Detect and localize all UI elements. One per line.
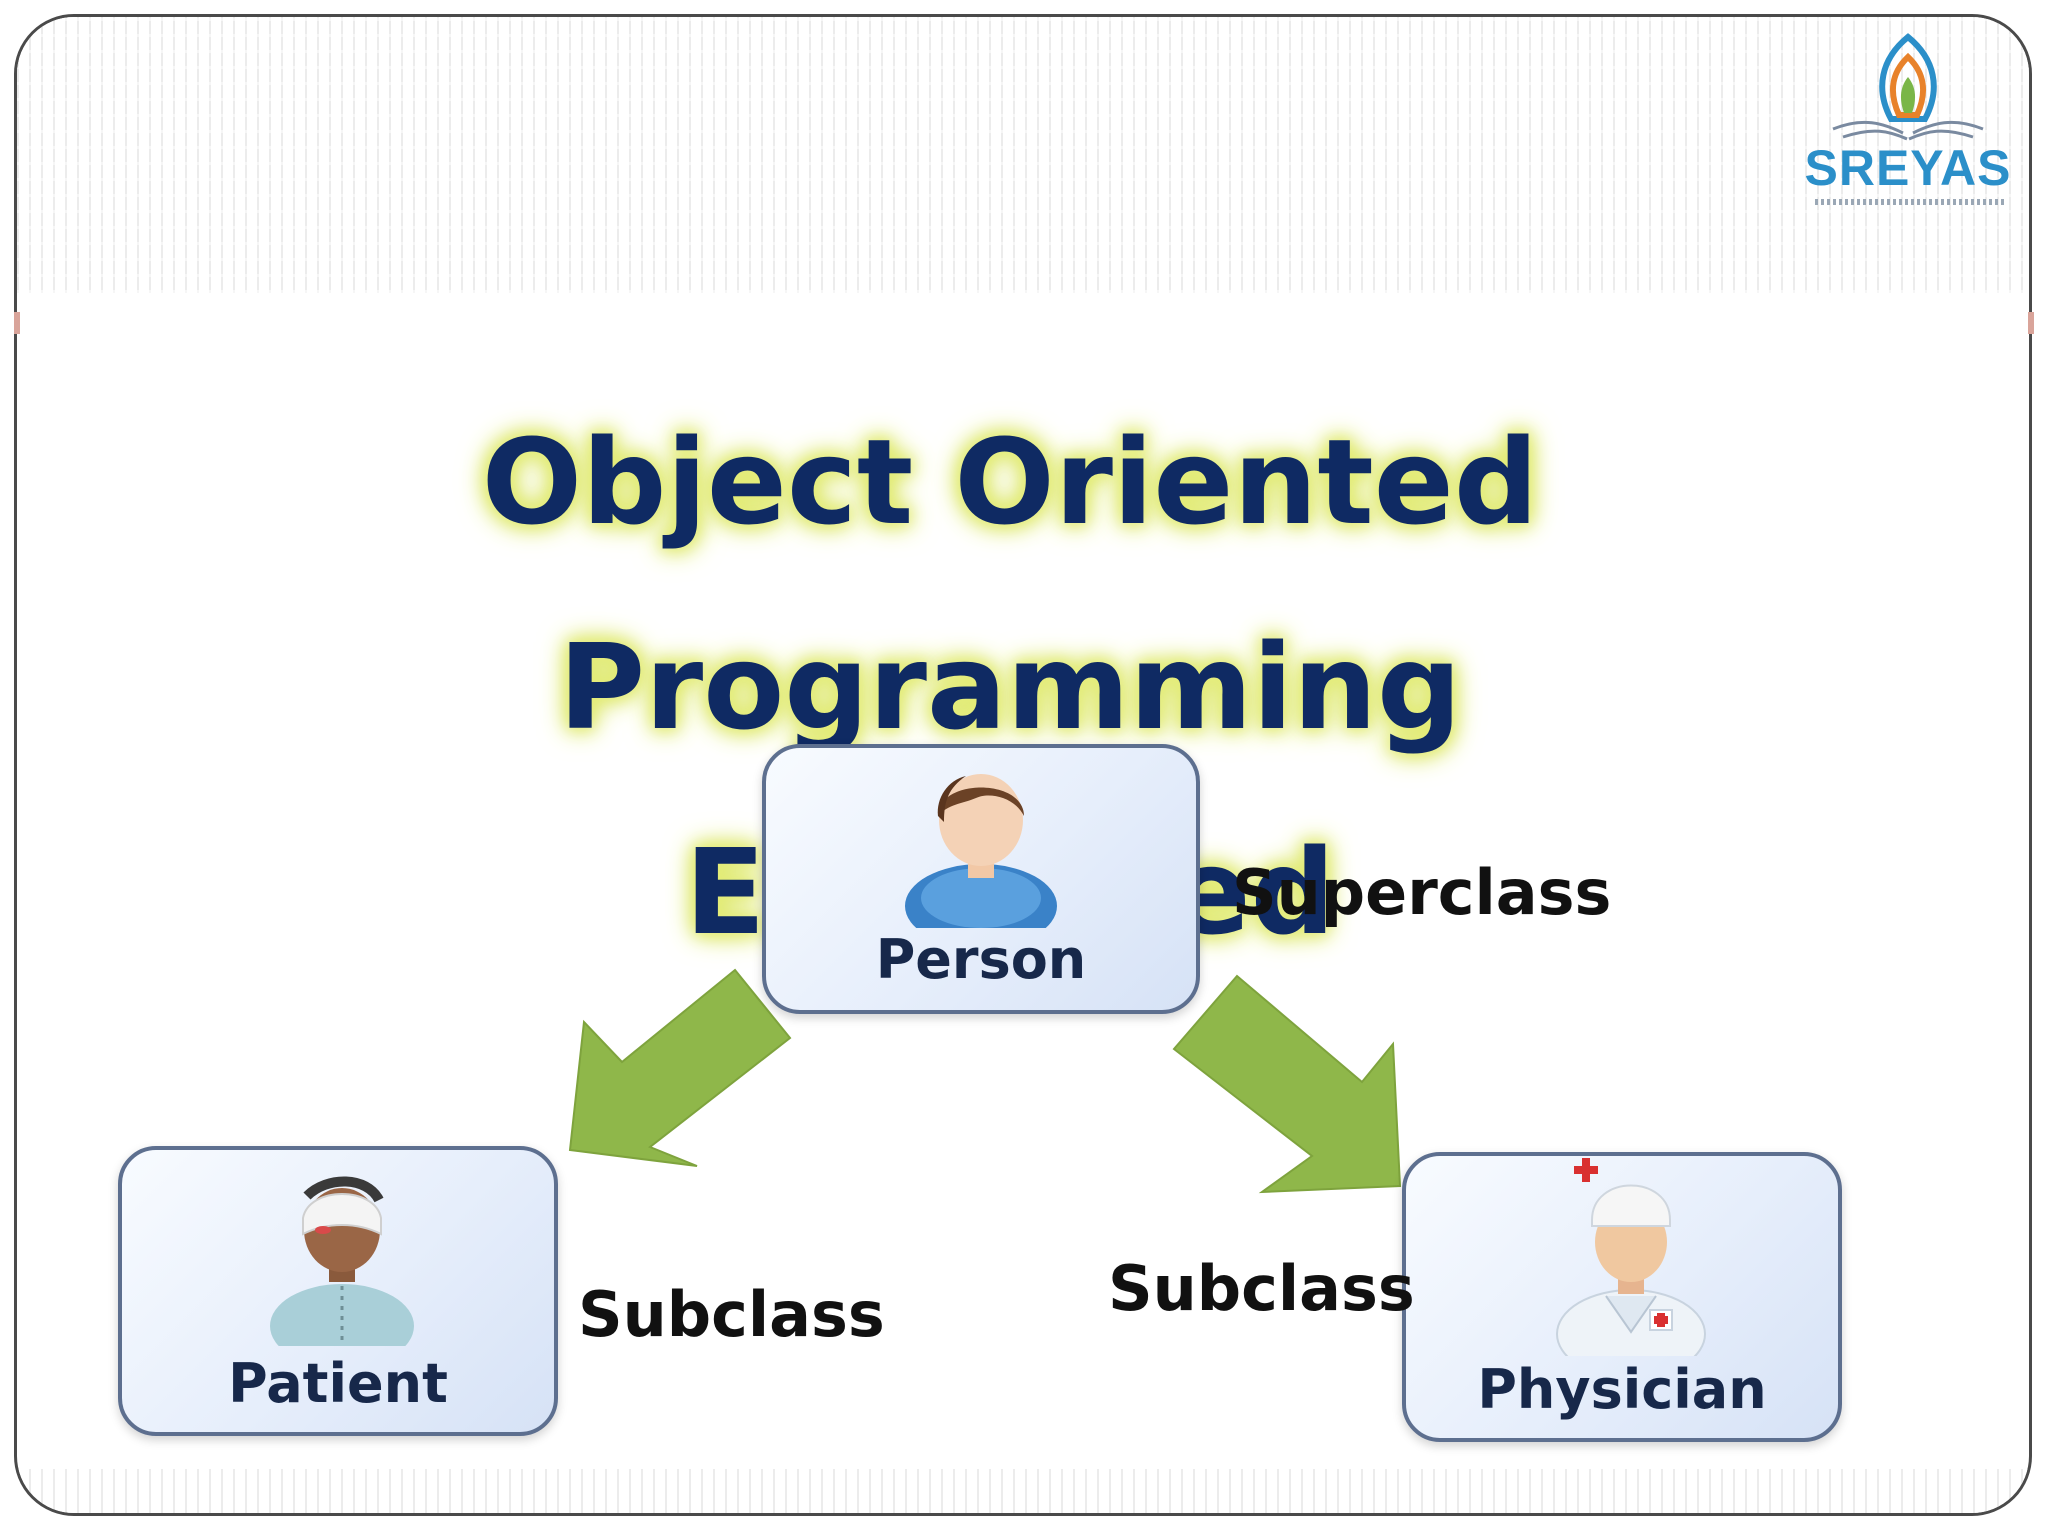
- patient-box: Patient: [118, 1146, 558, 1436]
- subclass-label-left: Subclass: [578, 1278, 885, 1351]
- arrow-person-to-patient: [568, 968, 792, 1167]
- title-line-1: Object Oriented Programming: [481, 413, 1539, 756]
- physician-label: Physician: [1477, 1358, 1767, 1421]
- footer-stripe-band: [17, 1469, 2029, 1513]
- arrow-person-to-physician: [1172, 974, 1402, 1194]
- patient-icon: [270, 1176, 414, 1346]
- person-box: Person: [762, 744, 1200, 1014]
- sreyas-logo: SREYAS: [1803, 27, 2013, 217]
- patient-label: Patient: [228, 1352, 448, 1415]
- physician-icon: [1556, 1158, 1706, 1356]
- physician-box: Physician: [1402, 1152, 1842, 1442]
- left-edge-mark: [14, 312, 20, 334]
- person-label: Person: [875, 928, 1087, 991]
- person-icon: [905, 774, 1057, 928]
- logo-tagline-graphic: [1815, 199, 2005, 205]
- right-edge-mark: [2028, 312, 2034, 334]
- subclass-label-right: Subclass: [1108, 1252, 1415, 1325]
- flame-logo-icon: [1832, 33, 1984, 141]
- header-stripe-band: [17, 17, 2029, 293]
- superclass-label: Superclass: [1232, 856, 1612, 929]
- logo-text: SREYAS: [1804, 140, 2012, 196]
